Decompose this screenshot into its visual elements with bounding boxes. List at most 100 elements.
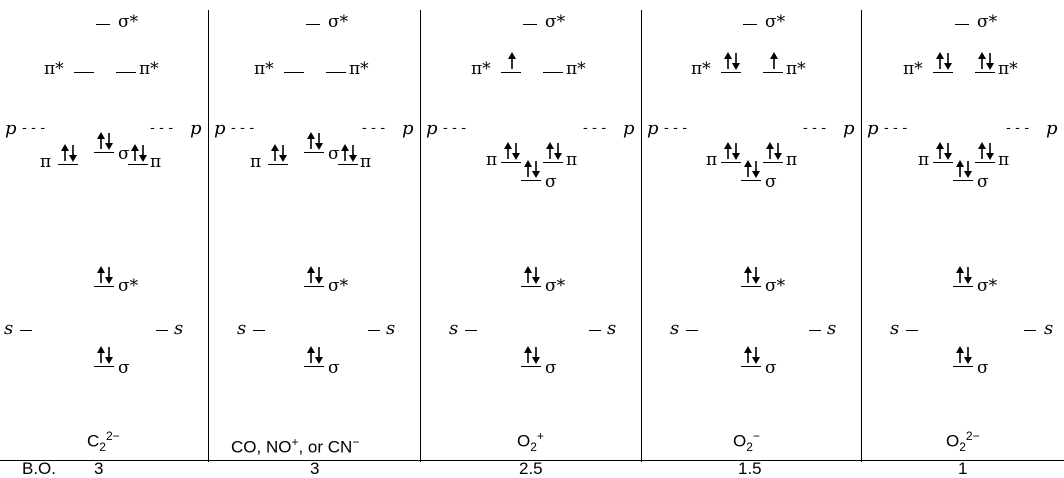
pi-left-electrons: [936, 142, 952, 160]
bond-order-value: 1: [958, 459, 968, 478]
pi-star-label: π*: [786, 59, 806, 79]
pi-right-electrons: [978, 142, 994, 160]
sigma-p-electrons: [524, 160, 540, 178]
sigma-star-s-line: [94, 286, 114, 288]
pi-left-electrons: [271, 144, 287, 162]
pi-label: π: [706, 150, 718, 170]
sigma-p-line: [521, 180, 541, 182]
pi-label: π: [486, 150, 498, 170]
pi-right-line: [763, 162, 783, 164]
pi-star-left-line: [501, 72, 521, 74]
atomic-p-level: - - -: [583, 120, 607, 136]
atomic-s-line: [809, 330, 821, 332]
pi-star-label: π*: [254, 59, 274, 79]
atomic-p-level: - - -: [150, 120, 174, 136]
sigma-p-label: σ: [977, 172, 989, 192]
pi-label: π: [998, 150, 1010, 170]
sigma-s-line: [521, 366, 541, 368]
bond-order-separator: [0, 460, 1064, 461]
sigma-s-electrons: [956, 346, 972, 364]
sigma-star-s-label: σ*: [545, 276, 566, 296]
pi-star-left-line: [721, 72, 741, 74]
pi-left-line: [721, 162, 741, 164]
sigma-p-label: σ: [328, 144, 340, 164]
pi-star-right-line: [543, 72, 563, 74]
column-divider: [420, 10, 421, 462]
sigma-p-line: [741, 180, 761, 182]
sigma-s-label: σ: [328, 358, 340, 378]
pi-right-line: [338, 164, 358, 166]
sigma-star-s-electrons: [744, 266, 760, 284]
atomic-p-label: p: [402, 118, 414, 139]
species-label: O2+: [517, 429, 544, 455]
sigma-star-s-line: [304, 286, 324, 288]
atomic-p-label: p: [647, 118, 659, 139]
atomic-p-level: - - -: [443, 120, 467, 136]
sigma-s-line: [741, 366, 761, 368]
atomic-s-line: [253, 330, 265, 332]
pi-right-line: [128, 164, 148, 166]
pi-left-line: [933, 162, 953, 164]
sigma-star-p-label: σ*: [765, 12, 786, 32]
pi-left-electrons: [724, 142, 740, 160]
atomic-p-level: - - -: [664, 120, 688, 136]
sigma-p-label: σ: [765, 172, 777, 192]
sigma-star-p-label: σ*: [118, 12, 139, 32]
atomic-s-line: [368, 330, 380, 332]
sigma-s-electrons: [744, 346, 760, 364]
pi-label: π: [250, 152, 262, 172]
pi-left-line: [501, 162, 521, 164]
sigma-p-line: [953, 180, 973, 182]
atomic-s-line: [589, 330, 601, 332]
pi-right-line: [543, 162, 563, 164]
atomic-s-line: [20, 330, 32, 332]
atomic-p-level: - - -: [884, 120, 908, 136]
sigma-p-electrons: [307, 132, 323, 150]
atomic-s-label: s: [1044, 318, 1054, 339]
sigma-p-electrons: [97, 132, 113, 150]
column-divider: [208, 10, 209, 462]
sigma-p-electrons: [744, 160, 760, 178]
bond-order-value: 1.5: [738, 459, 762, 478]
atomic-p-label: p: [623, 118, 635, 139]
sigma-star-s-line: [521, 286, 541, 288]
atomic-s-label: s: [386, 318, 396, 339]
bond-order-value: 2.5: [519, 459, 543, 478]
pi-star-label: π*: [566, 59, 586, 79]
sigma-s-electrons: [307, 346, 323, 364]
pi-label: π: [786, 150, 798, 170]
pi-star-label: π*: [903, 59, 923, 79]
pi-star-right-line: [975, 72, 995, 74]
pi-star-label: π*: [44, 59, 64, 79]
sigma-star-s-label: σ*: [765, 276, 786, 296]
pi-star-left-electrons: [724, 52, 740, 70]
pi-right-electrons: [546, 142, 562, 160]
sigma-s-line: [304, 366, 324, 368]
species-label: CO, NO+, or CN−: [231, 435, 360, 457]
atomic-p-level: - - -: [362, 120, 386, 136]
pi-star-left-line: [74, 72, 94, 74]
atomic-s-line: [1024, 330, 1036, 332]
atomic-s-label: s: [449, 318, 459, 339]
atomic-s-label: s: [237, 318, 247, 339]
pi-label: π: [918, 150, 930, 170]
sigma-star-s-line: [953, 286, 973, 288]
species-label: O2−: [733, 429, 760, 455]
sigma-s-label: σ: [977, 358, 989, 378]
atomic-s-line: [465, 330, 477, 332]
pi-right-electrons: [341, 144, 357, 162]
pi-left-electrons: [61, 144, 77, 162]
pi-left-line: [268, 164, 288, 166]
pi-label: π: [40, 152, 52, 172]
atomic-p-level: - - -: [803, 120, 827, 136]
sigma-s-label: σ: [118, 358, 130, 378]
sigma-star-s-line: [741, 286, 761, 288]
pi-star-label: π*: [139, 59, 159, 79]
atomic-p-label: p: [5, 118, 17, 139]
pi-right-line: [975, 162, 995, 164]
sigma-p-label: σ: [118, 144, 130, 164]
pi-star-right-electrons: [770, 52, 778, 69]
atomic-p-label: p: [214, 118, 226, 139]
sigma-star-s-electrons: [524, 266, 540, 284]
